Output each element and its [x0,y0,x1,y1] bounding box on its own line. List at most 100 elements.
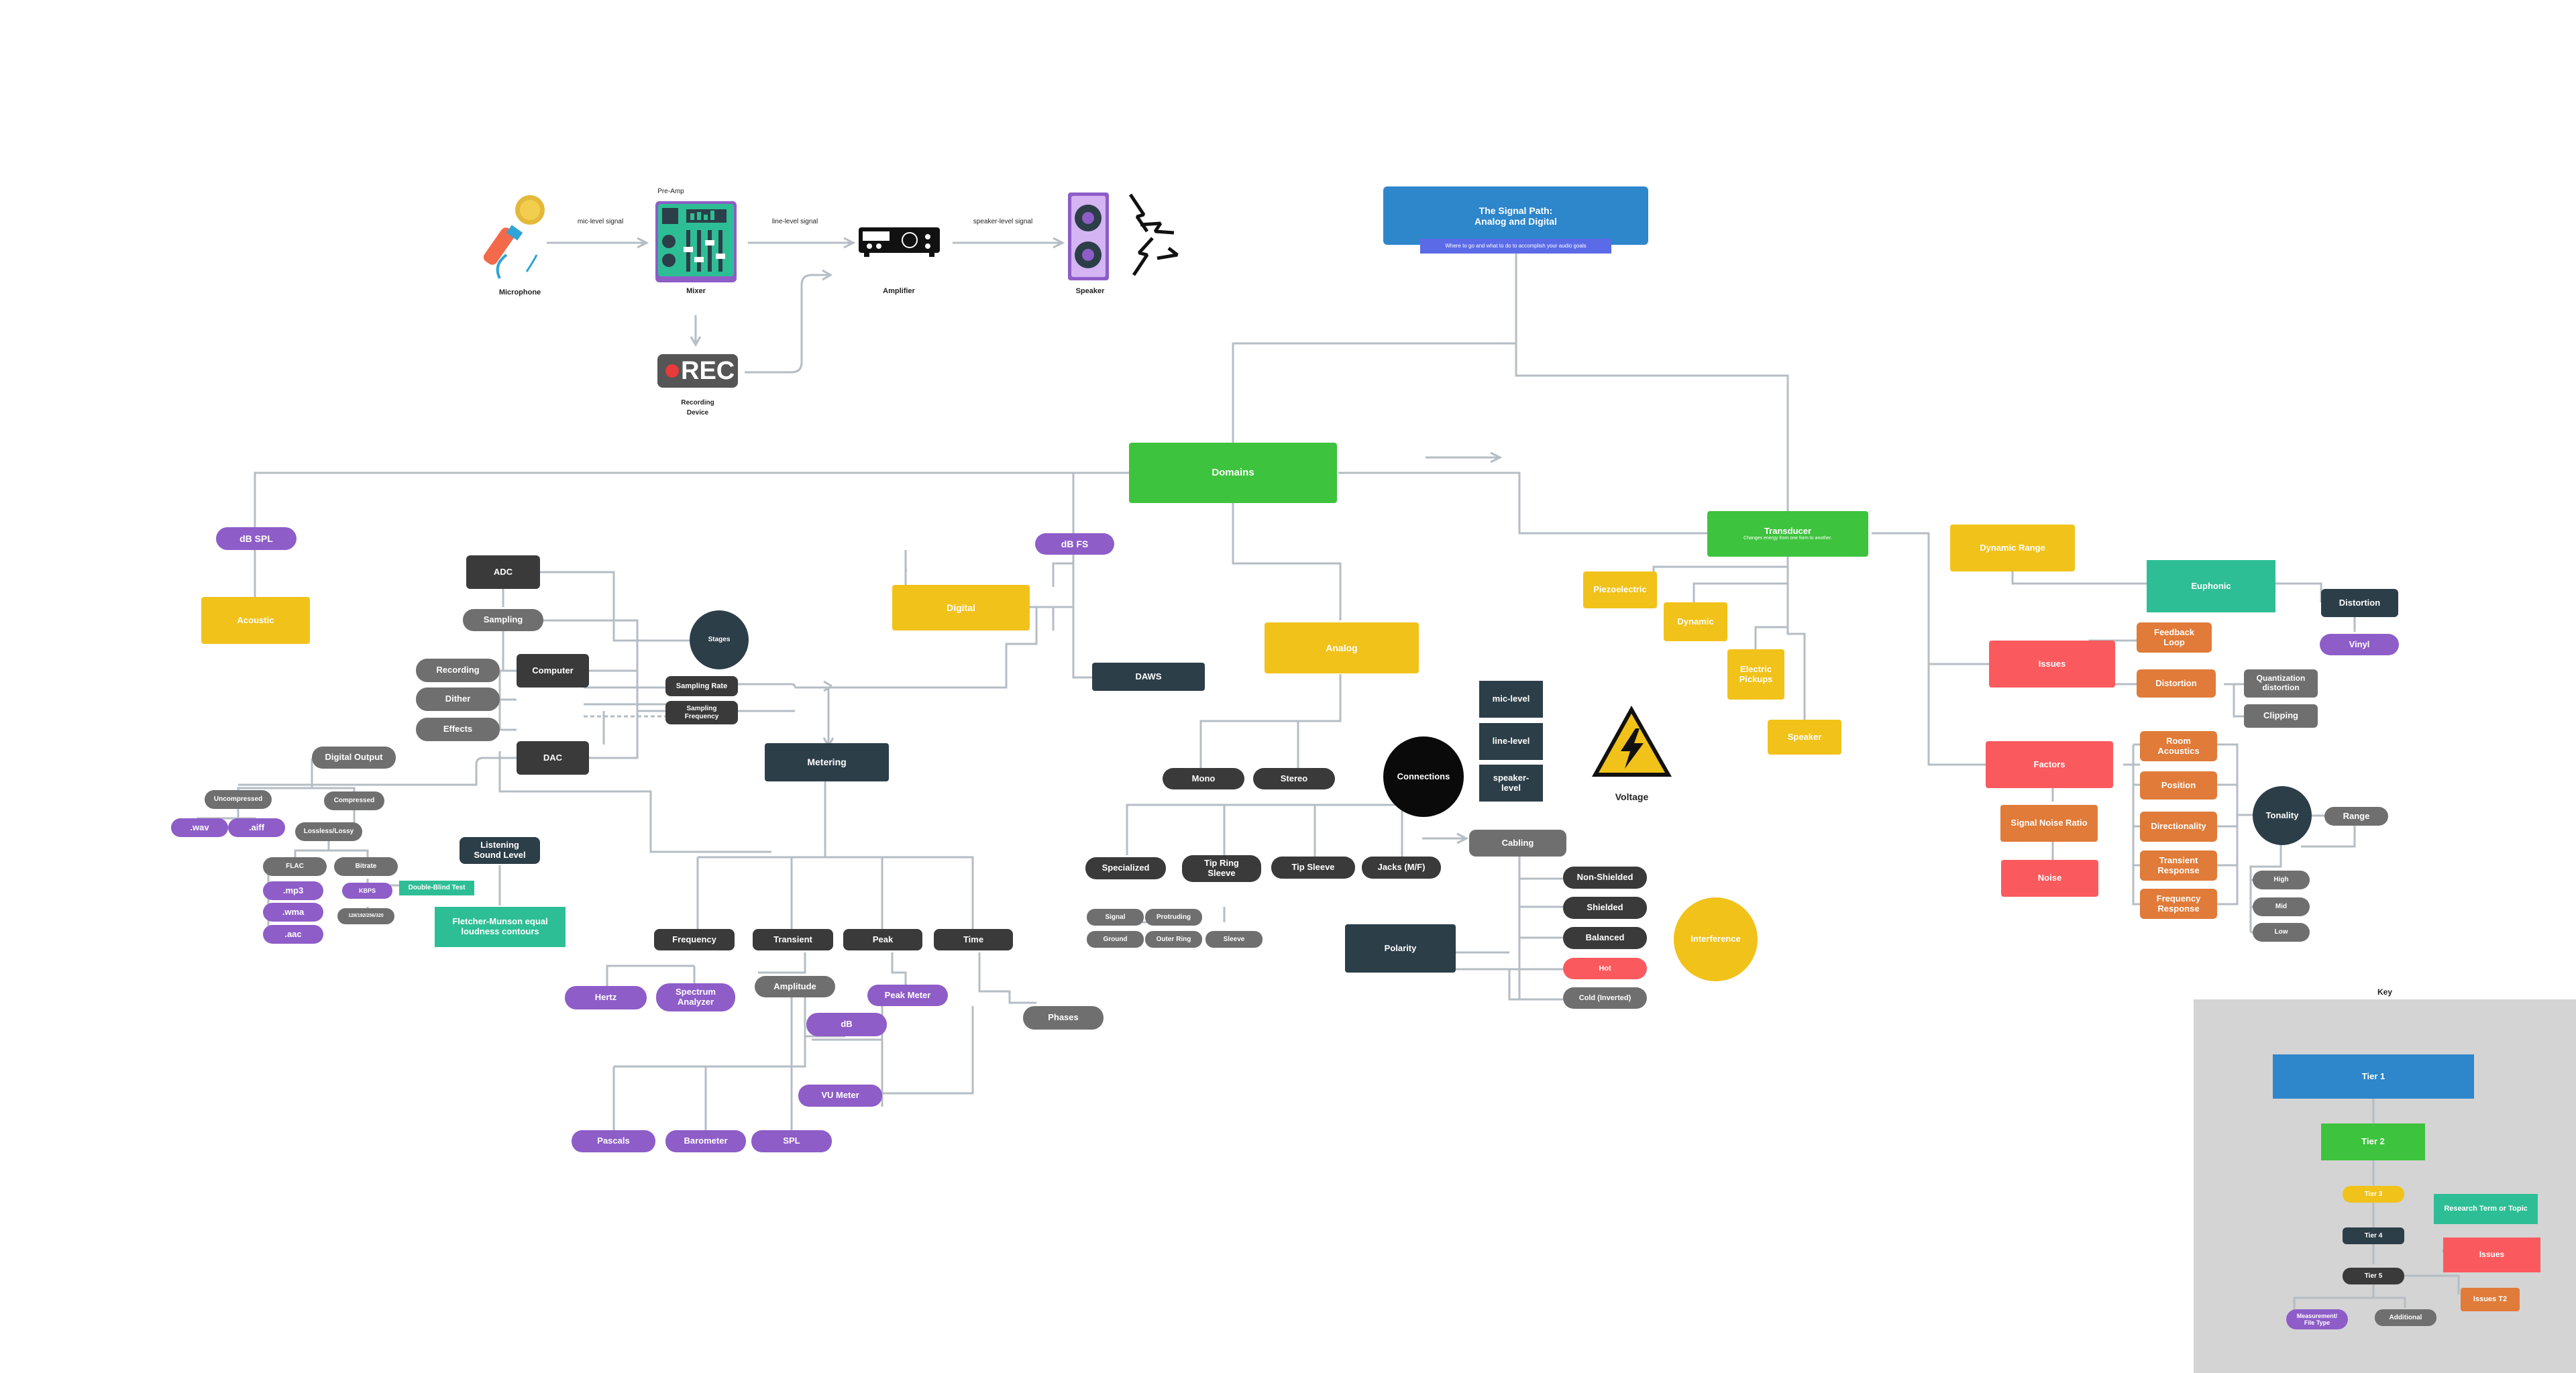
bitrate-node[interactable]: Bitrate [334,857,398,876]
electric-pickups-node[interactable]: Electric Pickups [1727,649,1784,700]
non-shielded-node[interactable]: Non-Shielded [1563,867,1647,889]
barometer-node[interactable]: Barometer [665,1130,746,1152]
stages-node[interactable]: Stages [690,610,749,669]
aiff-node[interactable]: .aiff [228,818,285,837]
transducer-node[interactable]: Transducer Changes energy from one form … [1707,511,1868,557]
quantization-distortion-node[interactable]: Quantization distortion [2244,669,2318,698]
effects-node[interactable]: Effects [416,718,500,741]
peak-node[interactable]: Peak [843,929,922,950]
domains-node[interactable]: Domains [1129,443,1337,503]
digital-output-node[interactable]: Digital Output [312,747,396,769]
line-level-node[interactable]: line-level [1479,723,1543,760]
kbps-values-node[interactable]: 128/192/256/320 [337,908,394,924]
speaker-node[interactable]: Speaker [1768,720,1841,755]
jacks-node[interactable]: Jacks (M/F) [1362,857,1441,879]
hot-node[interactable]: Hot [1563,958,1647,979]
uncompressed-node[interactable]: Uncompressed [205,790,272,809]
sampling-node[interactable]: Sampling [463,609,543,631]
factors-node[interactable]: Factors [1986,741,2113,788]
aac-node[interactable]: .aac [263,925,323,944]
euphonic-node[interactable]: Euphonic [2147,560,2275,612]
dither-node[interactable]: Dither [416,688,500,711]
frequency-node[interactable]: Frequency [654,929,735,950]
cold-inverted-node[interactable]: Cold (Inverted) [1563,987,1647,1009]
signal-noise-ratio-node[interactable]: Signal Noise Ratio [2000,805,2098,842]
kbps-node[interactable]: KBPS [342,883,392,899]
speaker-level-node[interactable]: speaker- level [1479,765,1543,802]
digital-node[interactable]: Digital [892,585,1030,630]
wma-node[interactable]: .wma [263,903,323,922]
polarity-node[interactable]: Polarity [1345,924,1456,973]
dac-node[interactable]: DAC [517,741,589,775]
dynamic-node[interactable]: Dynamic [1664,602,1727,641]
db-fs-node[interactable]: dB FS [1035,533,1114,555]
specialized-node[interactable]: Specialized [1085,857,1166,879]
lossless-lossy-node[interactable]: Lossless/Lossy [295,822,362,841]
title-subtitle: Where to go and what to do to accomplish… [1420,239,1611,254]
mic-level-node[interactable]: mic-level [1479,681,1543,718]
recording-node[interactable]: Recording [416,659,500,682]
low-node[interactable]: Low [2253,923,2310,942]
analog-node[interactable]: Analog [1265,622,1419,673]
hertz-node[interactable]: Hertz [565,986,647,1009]
sampling-frequency-node[interactable]: Sampling Frequency [665,701,738,724]
vinyl-node[interactable]: Vinyl [2320,634,2399,655]
directionality-node[interactable]: Directionality [2140,812,2217,842]
db-spl-node[interactable]: dB SPL [216,527,297,550]
pascals-node[interactable]: Pascals [572,1130,655,1152]
protruding-node[interactable]: Protruding [1145,909,1202,926]
sampling-rate-node[interactable]: Sampling Rate [665,676,738,696]
transient-response-node[interactable]: Transient Response [2140,850,2217,881]
high-node[interactable]: High [2253,871,2310,889]
pre-amp-label: Pre-Amp [657,188,684,195]
issues-node[interactable]: Issues [1989,641,2115,688]
dynamic-range-node[interactable]: Dynamic Range [1950,525,2075,571]
interference-node[interactable]: Interference [1674,897,1758,981]
double-blind-test-node[interactable]: Double-Blind Test [399,881,474,895]
ground-node[interactable]: Ground [1087,931,1144,948]
position-node[interactable]: Position [2140,771,2217,800]
amplitude-node[interactable]: Amplitude [755,976,835,997]
range-node[interactable]: Range [2324,807,2388,826]
spectrum-analyzer-node[interactable]: Spectrum Analyzer [656,983,735,1011]
balanced-node[interactable]: Balanced [1563,927,1647,949]
room-acoustics-node[interactable]: Room Acoustics [2140,731,2217,761]
outer-ring-node[interactable]: Outer Ring [1145,931,1202,948]
daws-node[interactable]: DAWS [1092,663,1205,691]
time-node[interactable]: Time [934,929,1013,950]
noise-node[interactable]: Noise [2001,860,2098,897]
adc-node[interactable]: ADC [466,555,540,589]
flac-node[interactable]: FLAC [263,857,327,876]
vu-meter-node[interactable]: VU Meter [798,1085,882,1107]
cabling-node[interactable]: Cabling [1469,830,1566,857]
tip-ring-sleeve-node[interactable]: Tip Ring Sleeve [1182,855,1261,882]
mid-node[interactable]: Mid [2253,897,2310,916]
fletcher-munson-node[interactable]: Fletcher-Munson equal loudness contours [435,907,566,947]
connections-node[interactable]: Connections [1383,736,1464,817]
wav-node[interactable]: .wav [171,818,228,837]
sleeve-node[interactable]: Sleeve [1205,931,1263,948]
frequency-response-node[interactable]: Frequency Response [2140,889,2217,919]
signal-node[interactable]: Signal [1087,909,1144,926]
feedback-loop-node[interactable]: Feedback Loop [2137,622,2212,653]
tip-sleeve-node[interactable]: Tip Sleeve [1271,857,1355,879]
clipping-node[interactable]: Clipping [2244,704,2318,728]
shielded-node[interactable]: Shielded [1563,897,1647,919]
db-node[interactable]: dB [806,1013,887,1036]
distortion-top-node[interactable]: Distortion [2321,589,2398,617]
phases-node[interactable]: Phases [1023,1006,1104,1030]
tonality-node[interactable]: Tonality [2253,786,2312,845]
mp3-node[interactable]: .mp3 [263,881,323,900]
metering-node[interactable]: Metering [765,743,889,781]
computer-node[interactable]: Computer [517,654,589,688]
compressed-node[interactable]: Compressed [324,791,384,810]
stereo-node[interactable]: Stereo [1253,768,1335,789]
distortion-issue-node[interactable]: Distortion [2137,669,2216,698]
transient-node[interactable]: Transient [753,929,833,950]
piezoelectric-node[interactable]: Piezoelectric [1583,571,1657,608]
listening-sound-level-node[interactable]: Listening Sound Level [460,837,540,864]
acoustic-node[interactable]: Acoustic [201,597,310,644]
spl-node[interactable]: SPL [751,1130,832,1152]
mono-node[interactable]: Mono [1163,768,1244,789]
peak-meter-node[interactable]: Peak Meter [867,985,948,1006]
